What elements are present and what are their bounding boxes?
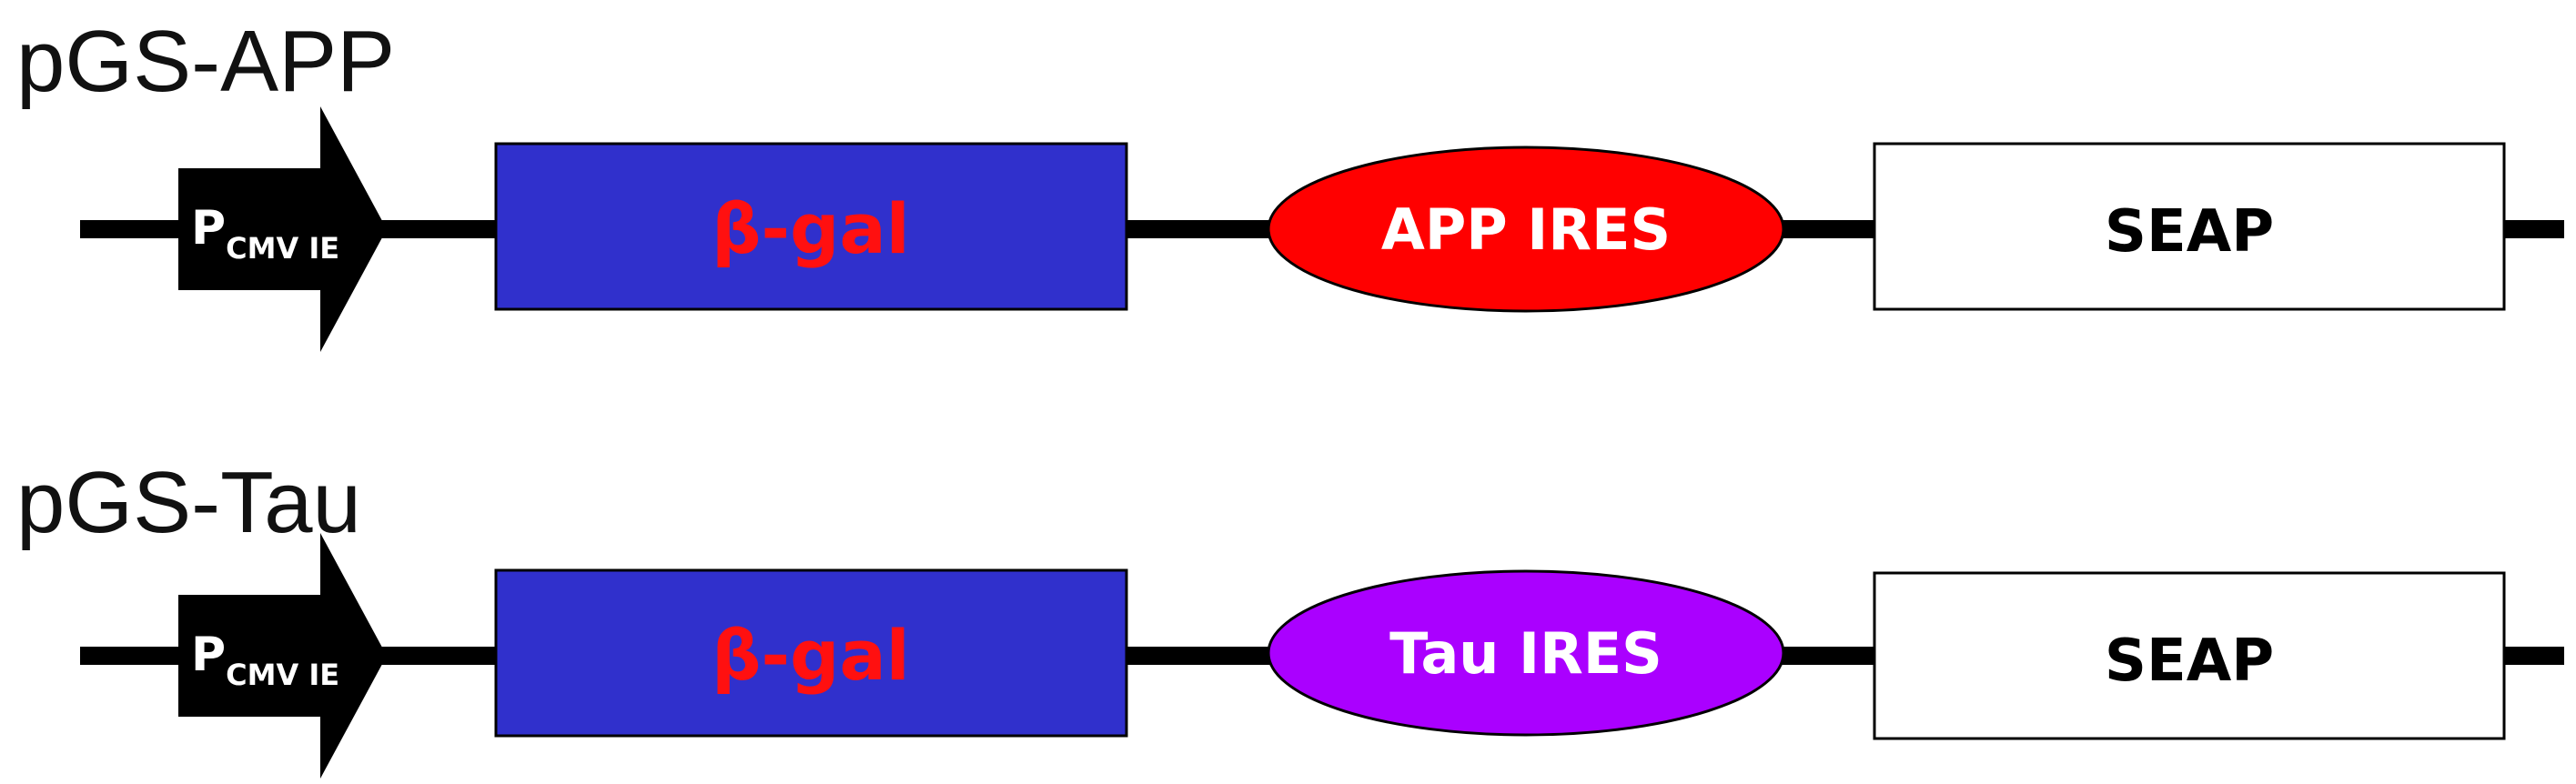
construct-map: PCMV IE β-gal Tau IRES SEAP bbox=[80, 533, 2564, 779]
promoter-arrow bbox=[178, 533, 387, 779]
ires-label: APP IRES bbox=[1381, 196, 1671, 263]
construct-pgs-app: pGS-APP PCMV IE β-gal APP IRES SEAP bbox=[16, 13, 2564, 352]
ires-ellipse bbox=[1267, 146, 1785, 313]
construct-title: pGS-APP bbox=[16, 13, 396, 110]
ires-ellipse bbox=[1267, 569, 1785, 737]
ires-label: Tau IRES bbox=[1389, 620, 1662, 687]
seap-label: SEAP bbox=[2105, 628, 2274, 695]
construct-map: PCMV IE β-gal APP IRES SEAP bbox=[80, 106, 2564, 352]
beta-gal-box bbox=[494, 142, 1128, 311]
beta-gal-label: β-gal bbox=[712, 188, 910, 269]
promoter-arrow bbox=[178, 106, 387, 352]
promoter-label: PCMV IE bbox=[191, 628, 339, 692]
construct-pgs-tau: pGS-Tau PCMV IE β-gal Tau IRES SEAP bbox=[0, 392, 2576, 784]
seap-box bbox=[1873, 142, 2506, 311]
beta-gal-box bbox=[494, 568, 1128, 738]
beta-gal-label: β-gal bbox=[712, 615, 910, 696]
promoter-label: PCMV IE bbox=[191, 201, 339, 266]
seap-box bbox=[1873, 571, 2506, 740]
seap-label: SEAP bbox=[2105, 198, 2274, 266]
construct-title: pGS-Tau bbox=[16, 454, 361, 551]
